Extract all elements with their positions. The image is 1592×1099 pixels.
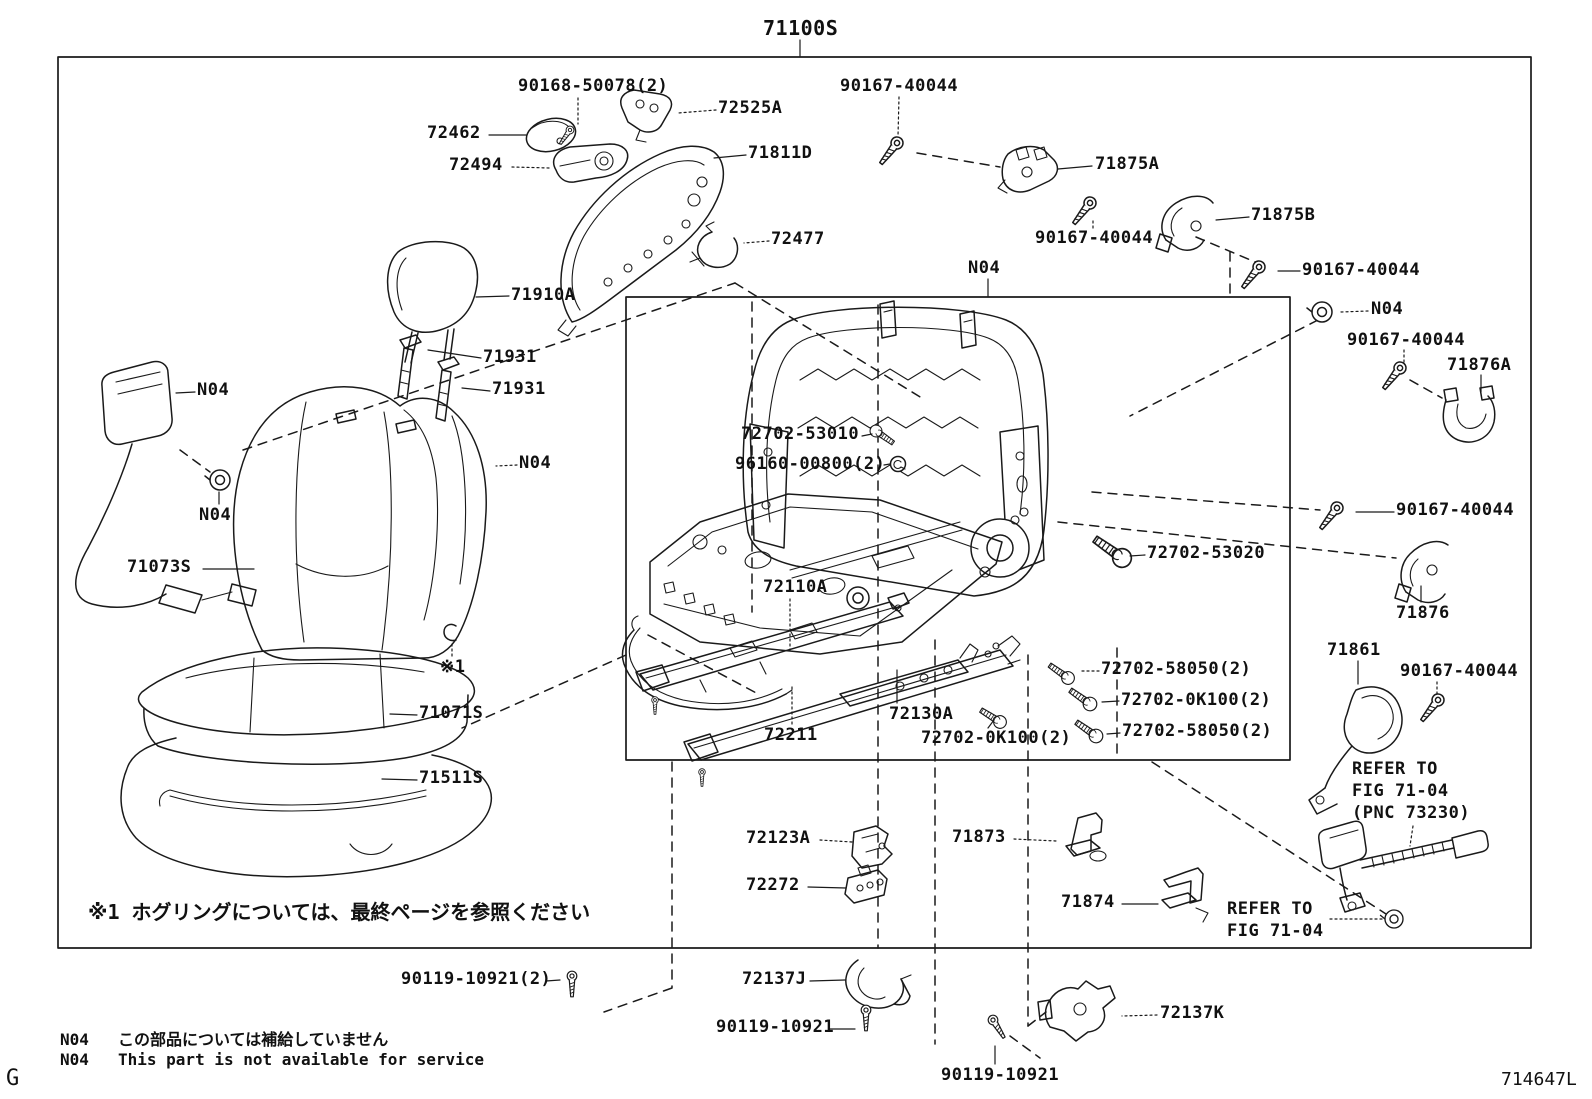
- seat-cushion-71071s: [137, 647, 476, 765]
- seat-back-cover-71073s: [232, 386, 487, 661]
- part-label-n04-d: N04: [199, 505, 232, 525]
- footnote-en-text: This part is not available for service: [118, 1050, 485, 1069]
- part-label-72130a: 72130A: [889, 704, 954, 724]
- belt-guide-71861: [1308, 686, 1403, 815]
- part-label-refer1-line1: REFER TO: [1352, 759, 1438, 779]
- footnote-code: N04: [60, 1050, 89, 1069]
- part-label-71861: 71861: [1327, 640, 1381, 660]
- part-label-72494: 72494: [449, 155, 503, 175]
- bracket-71875b: [1155, 195, 1214, 253]
- leader-lines: [175, 39, 1482, 1065]
- headrest-supports-71931: [397, 334, 460, 422]
- part-label-90119-10921-b: 90119-10921: [716, 1017, 835, 1037]
- part-label-72272: 72272: [746, 875, 800, 895]
- part-label-72462: 72462: [427, 123, 481, 143]
- part-label-refer1-line2: FIG 71-04: [1352, 781, 1449, 801]
- bracket-71875a: [997, 145, 1059, 194]
- part-label-71876a: 71876A: [1447, 355, 1512, 375]
- part-label-71811d: 71811D: [748, 143, 813, 163]
- hog-ring-note: ※1 ホグリングについては、最終ページを参照ください: [88, 900, 591, 924]
- part-label-71910a: 71910A: [511, 285, 576, 305]
- part-label-90167-40044-c: 90167-40044: [1302, 260, 1421, 280]
- part-label-71100s: 71100S: [763, 16, 839, 40]
- part-label-72137k: 72137K: [1160, 1003, 1225, 1023]
- part-label-72702-53010: 72702-53010: [741, 424, 860, 444]
- part-label-71875a: 71875A: [1095, 154, 1160, 174]
- part-label-n04-b: N04: [1371, 299, 1404, 319]
- part-label-72137j: 72137J: [742, 969, 807, 989]
- seat-rail-72130a: [683, 635, 1021, 762]
- part-label-71876: 71876: [1396, 603, 1450, 623]
- seat-belt-buckle-assembly: [75, 360, 257, 614]
- part-label-refer2-line1: REFER TO: [1227, 899, 1313, 919]
- footnote-jp: N04 この部品については補給していません: [60, 1026, 484, 1050]
- part-label-90167-40044-e: 90167-40044: [1396, 500, 1515, 520]
- part-label-72702-58050-b: 72702-58050(2): [1122, 721, 1273, 741]
- part-label-72123a: 72123A: [746, 828, 811, 848]
- cover-72137k: [1037, 980, 1116, 1042]
- part-label-71073s: 71073S: [127, 557, 192, 577]
- part-label-96160-00800: 96160-00800(2): [735, 454, 886, 474]
- seat-back-frame: [742, 300, 1049, 610]
- part-label-refer1-line3: (PNC 73230): [1352, 803, 1471, 823]
- part-label-72211: 72211: [764, 725, 818, 745]
- figure-code: 714647L: [1501, 1069, 1577, 1090]
- part-label-n04-e: N04: [519, 453, 552, 473]
- part-label-90119-10921-c: 90119-10921: [941, 1065, 1060, 1085]
- bracket-71873: [1065, 812, 1107, 862]
- assembly-box: [625, 296, 1291, 761]
- clamp-72477: [689, 221, 739, 269]
- part-label-90168-50078: 90168-50078(2): [518, 76, 669, 96]
- clip-72272: [844, 864, 888, 904]
- part-label-90167-40044-a: 90167-40044: [840, 76, 959, 96]
- part-label-71931-b: 71931: [492, 379, 546, 399]
- part-label-72702-58050-a: 72702-58050(2): [1101, 659, 1252, 679]
- construction-lines: [179, 152, 1443, 1059]
- footnote-code: N04: [60, 1030, 89, 1049]
- bracket-71874: [1161, 867, 1209, 923]
- clip-72123a: [851, 825, 893, 869]
- part-label-refer2-line2: FIG 71-04: [1227, 921, 1324, 941]
- footnote-jp-text: この部品については補給していません: [118, 1030, 389, 1049]
- part-label-72525a: 72525A: [718, 98, 783, 118]
- page-letter: G: [6, 1066, 20, 1091]
- part-label-72702-0k100-a: 72702-0K100(2): [1121, 690, 1272, 710]
- part-label-90167-40044-d: 90167-40044: [1347, 330, 1466, 350]
- bracket-71876: [1394, 540, 1449, 604]
- handle-72494: [552, 143, 629, 183]
- bracket-71876a: [1442, 385, 1496, 443]
- part-label-72110a: 72110A: [763, 577, 828, 597]
- part-label-71071s: 71071S: [419, 703, 484, 723]
- inner-belt-buckle: [1318, 820, 1489, 913]
- part-label-n04-c: N04: [197, 380, 230, 400]
- part-label-90167-40044-b: 90167-40044: [1035, 228, 1154, 248]
- part-label-71873: 71873: [952, 827, 1006, 847]
- outer-border: [57, 56, 1532, 949]
- track-cover-72525a: [620, 89, 673, 143]
- part-label-90119-10921-a: 90119-10921(2): [401, 969, 552, 989]
- part-label-71931-a: 71931: [483, 347, 537, 367]
- seat-shield-71811d: [557, 145, 725, 337]
- part-label-hog-mark: ※1: [440, 657, 466, 677]
- seat-cushion-frame: [649, 493, 1003, 655]
- part-label-72702-0k100-b: 72702-0K100(2): [921, 728, 1072, 748]
- hog-ring-hook: [443, 623, 457, 642]
- part-label-72702-53020: 72702-53020: [1147, 543, 1266, 563]
- part-label-71874: 71874: [1061, 892, 1115, 912]
- cushion-pad-71511s: [120, 737, 493, 878]
- part-label-72477: 72477: [771, 229, 825, 249]
- part-label-71875b: 71875B: [1251, 205, 1316, 225]
- part-label-71511s: 71511S: [419, 768, 484, 788]
- part-label-n04-a: N04: [968, 258, 1001, 278]
- part-label-90167-40044-f: 90167-40044: [1400, 661, 1519, 681]
- footnote-en: N04 This part is not available for servic…: [60, 1050, 484, 1074]
